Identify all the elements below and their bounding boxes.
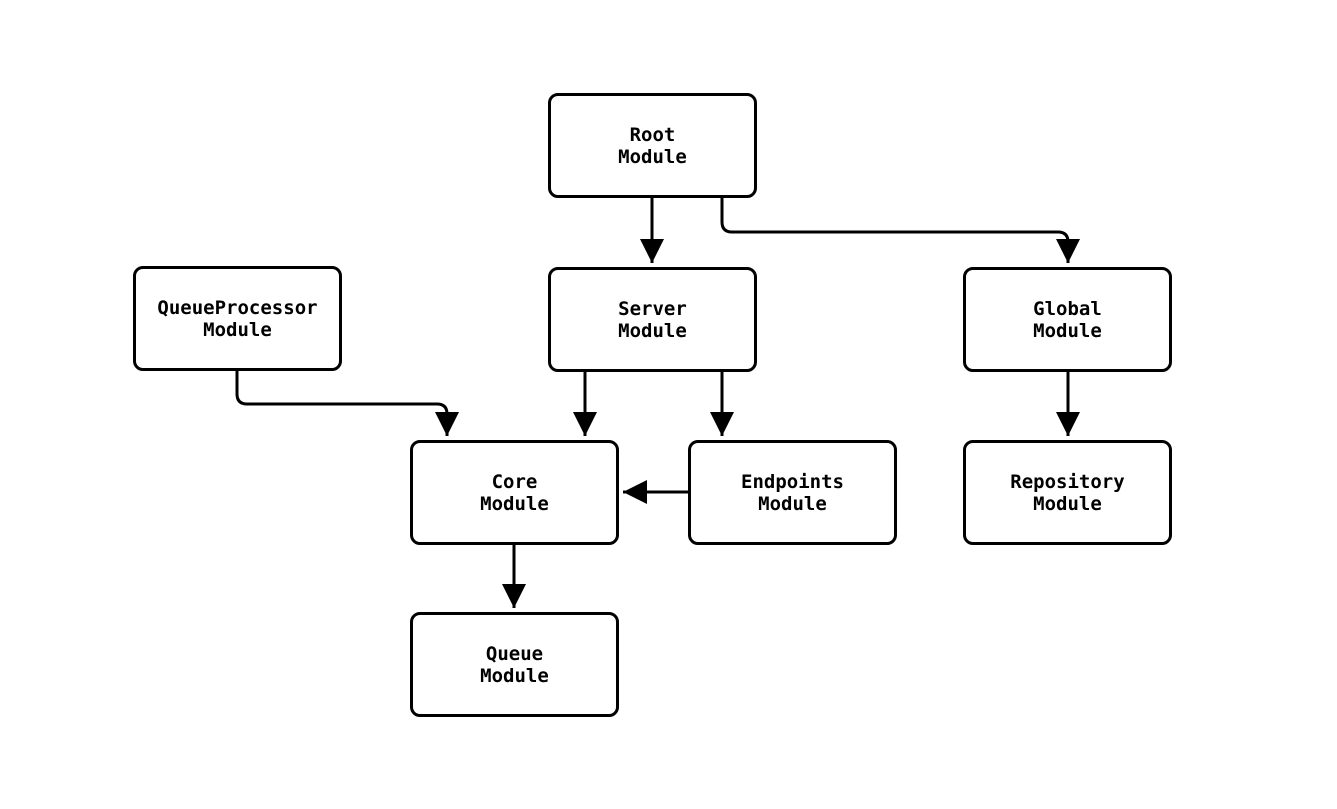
node-label-line1: Root [629,123,676,146]
node-label-line2: Module [1033,319,1102,342]
node-label-line2: Module [203,318,272,341]
edge-root-to-global [720,198,1080,263]
edge-queueprocessor-to-core [235,371,459,436]
node-label-line1: Queue [485,642,544,665]
node-global-module: Global Module [963,267,1172,372]
node-root-module: Root Module [548,93,757,198]
node-core-module: Core Module [410,440,619,545]
node-server-module: Server Module [548,267,757,372]
node-label-line2: Module [480,492,549,515]
node-repository-module: Repository Module [963,440,1172,545]
node-label-line1: Server [618,297,687,320]
node-label-line2: Module [1033,492,1102,515]
node-queueprocessor-module: QueueProcessor Module [133,266,342,371]
node-label-line2: Module [758,492,827,515]
node-label-line1: Repository [1010,470,1125,493]
node-endpoints-module: Endpoints Module [688,440,897,545]
node-label-line1: Endpoints [741,470,844,493]
node-label-line1: Global [1033,297,1102,320]
node-label-line1: QueueProcessor [157,296,318,319]
node-label-line2: Module [480,664,549,687]
node-queue-module: Queue Module [410,612,619,717]
node-label-line2: Module [618,145,687,168]
node-label-line1: Core [491,470,538,493]
node-label-line2: Module [618,319,687,342]
